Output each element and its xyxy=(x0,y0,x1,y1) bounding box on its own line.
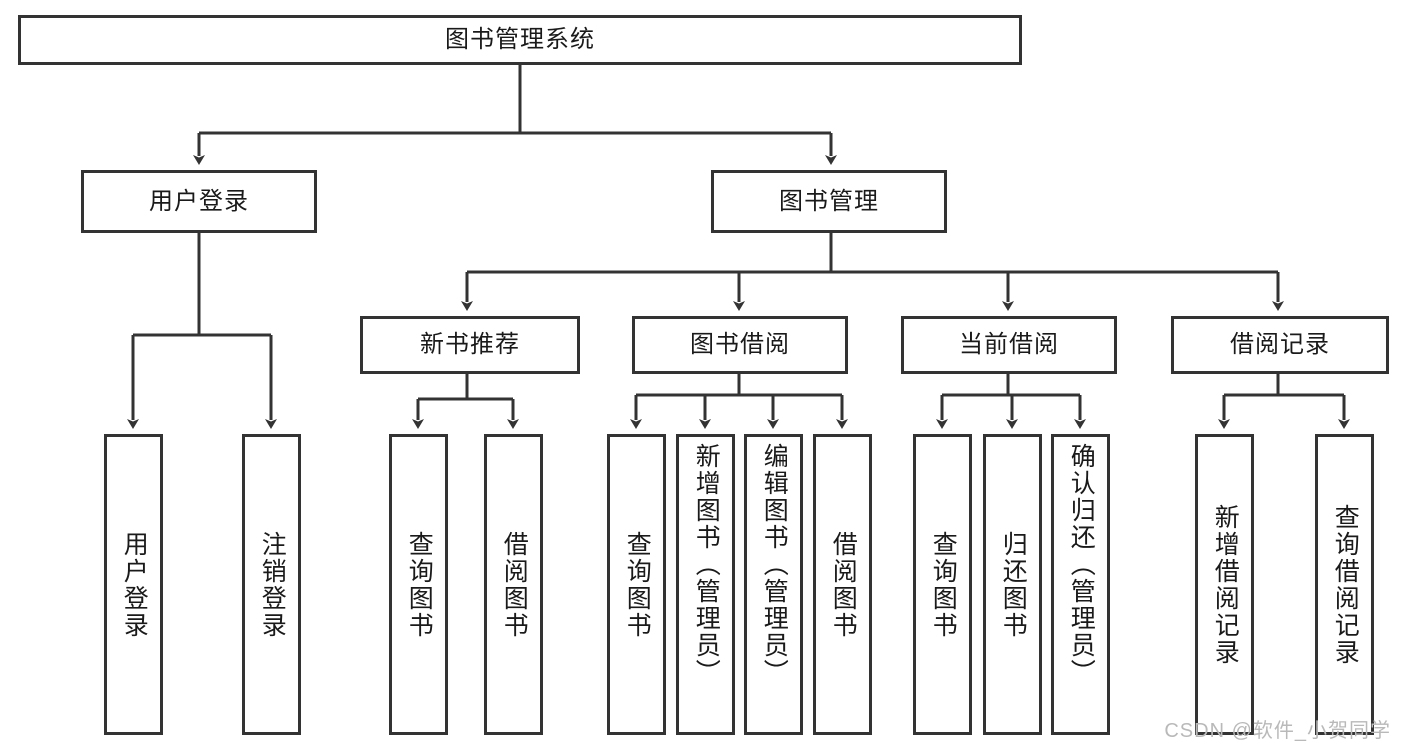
node-leaf-borrow-books-recommend[interactable]: 借阅图书 xyxy=(484,434,543,735)
node-leaf-label: 注销登录 xyxy=(258,530,287,639)
node-leaf-add-borrow-record[interactable]: 新增借阅记录 xyxy=(1195,434,1254,735)
node-leaf-label: 查询借阅记录 xyxy=(1331,503,1360,666)
node-leaf-query-books-borrow[interactable]: 查询图书 xyxy=(607,434,666,735)
node-leaf-label: 用户登录 xyxy=(120,530,149,639)
node-leaf-borrow-books[interactable]: 借阅图书 xyxy=(813,434,872,735)
node-leaf-user-login[interactable]: 用户登录 xyxy=(104,434,163,735)
node-leaf-label: 确认归还（管理员） xyxy=(1067,443,1096,686)
node-leaf-label: 编辑图书（管理员） xyxy=(760,443,789,686)
node-leaf-label: 新增借阅记录 xyxy=(1211,503,1240,666)
node-level3-book-borrow[interactable]: 图书借阅 xyxy=(632,316,848,374)
node-leaf-query-books-recommend[interactable]: 查询图书 xyxy=(389,434,448,735)
node-leaf-label: 查询图书 xyxy=(405,530,434,639)
node-leaf-label: 借阅图书 xyxy=(500,530,529,639)
node-level3-borrow-records[interactable]: 借阅记录 xyxy=(1171,316,1389,374)
node-leaf-label: 查询图书 xyxy=(623,530,652,639)
node-level2-book-management[interactable]: 图书管理 xyxy=(711,170,947,233)
node-level3-new-book-recommend[interactable]: 新书推荐 xyxy=(360,316,580,374)
node-level3-current-borrow[interactable]: 当前借阅 xyxy=(901,316,1117,374)
node-leaf-label: 借阅图书 xyxy=(829,530,858,639)
node-leaf-logout[interactable]: 注销登录 xyxy=(242,434,301,735)
watermark-text: CSDN @软件_小贺同学 xyxy=(1164,720,1391,742)
node-leaf-query-borrow-record[interactable]: 查询借阅记录 xyxy=(1315,434,1374,735)
node-leaf-label: 归还图书 xyxy=(999,530,1028,639)
node-root[interactable]: 图书管理系统 xyxy=(18,15,1022,65)
node-leaf-label: 查询图书 xyxy=(929,530,958,639)
node-leaf-add-book-admin[interactable]: 新增图书（管理员） xyxy=(676,434,735,735)
node-level2-user-login[interactable]: 用户登录 xyxy=(81,170,317,233)
node-leaf-query-books-current[interactable]: 查询图书 xyxy=(913,434,972,735)
node-leaf-return-books[interactable]: 归还图书 xyxy=(983,434,1042,735)
node-leaf-confirm-return-admin[interactable]: 确认归还（管理员） xyxy=(1051,434,1110,735)
node-leaf-label: 新增图书（管理员） xyxy=(692,443,721,686)
node-leaf-edit-book-admin[interactable]: 编辑图书（管理员） xyxy=(744,434,803,735)
